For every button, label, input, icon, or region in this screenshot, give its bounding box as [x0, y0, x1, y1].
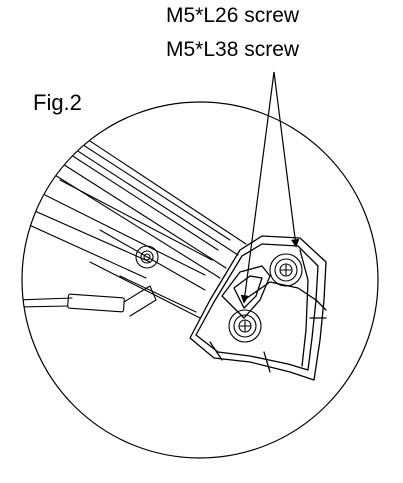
screw-head-2: [228, 309, 262, 343]
rod: [22, 285, 157, 317]
detail-circle: [21, 101, 379, 459]
figure-label: Fig.2: [33, 90, 82, 115]
arm-upper: [22, 107, 247, 279]
pivot-nut: [135, 245, 159, 269]
bracket-housing: [189, 235, 327, 381]
screw-head-1: [269, 253, 303, 287]
callout-m5-l38-screw: M5*L38 screw: [166, 38, 300, 61]
leader-arrow-l26: [273, 71, 300, 248]
leader-lines: [240, 71, 300, 304]
leader-arrow-l38: [240, 71, 275, 304]
callout-m5-l26-screw: M5*L26 screw: [166, 4, 300, 27]
